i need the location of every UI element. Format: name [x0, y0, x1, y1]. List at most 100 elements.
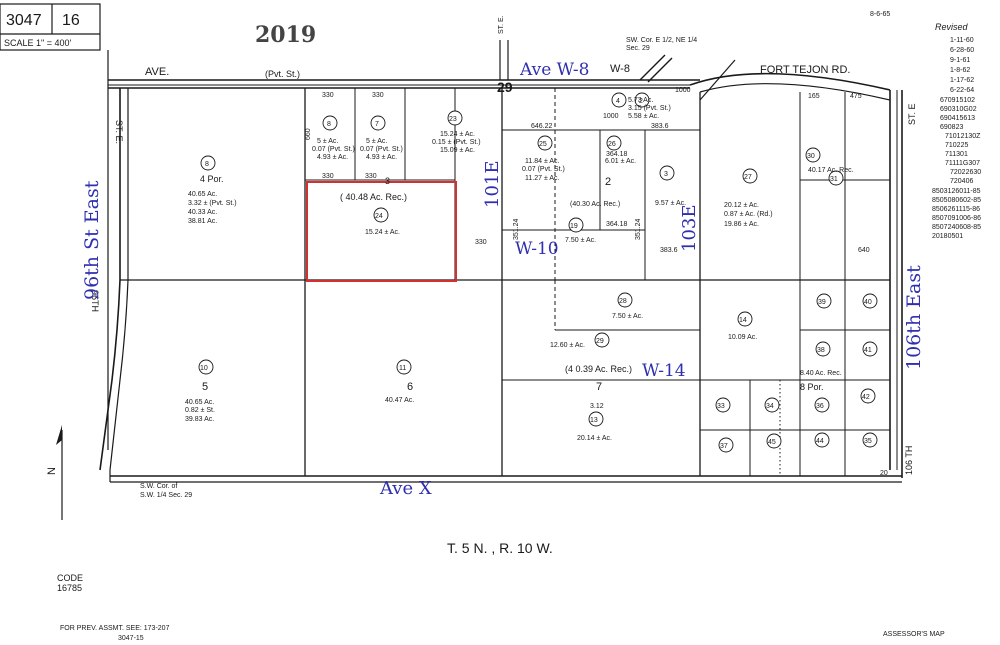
parcel-34[interactable]	[764, 397, 780, 413]
revised-date: 8503126011-85	[932, 188, 981, 195]
parcel-42[interactable]	[860, 388, 876, 404]
parcel-number: 45	[768, 439, 776, 446]
dimension-label: 660	[305, 128, 312, 140]
w10-overlay: W-10	[515, 239, 559, 259]
parcel-45[interactable]	[766, 433, 782, 449]
parcel-30[interactable]: 30	[805, 147, 821, 163]
parcel-extra: 0.82 ± St.	[185, 407, 215, 414]
revised-title: Revised	[935, 22, 969, 32]
parcel-24[interactable]: ( 40.48 Ac. Rec.) 24 15.24 ± Ac.	[340, 192, 407, 236]
parcel-37[interactable]	[718, 437, 734, 453]
dimension-label: 364.18	[606, 151, 628, 158]
north-arrow-icon: N	[46, 425, 63, 520]
section-3: 3	[385, 176, 390, 186]
parcel-31[interactable]: 31	[828, 170, 844, 186]
parcel-8-large[interactable]: 8 40.65 Ac. 3.32 ± (Pvt. St.) 40.33 Ac. …	[188, 155, 237, 225]
revised-date: 690415613	[940, 115, 975, 122]
parcel-29[interactable]: 29	[594, 332, 610, 348]
scale-label: SCALE 1" = 400'	[4, 38, 71, 48]
dimension-label: 383.6	[651, 123, 669, 130]
parcel-acres: 40.65 Ac.	[185, 399, 214, 406]
highlighted-parcel[interactable]	[306, 181, 457, 282]
parcel-net: 40.33 Ac.	[188, 209, 217, 216]
parcel-40[interactable]	[862, 293, 878, 309]
st-e-left-label: ST. E.	[114, 120, 124, 144]
parcel-23[interactable]: 23 15.24 ± Ac. 0.15 ± (Pvt. St.) 15.09 ±…	[432, 110, 481, 154]
parcel-number: 24	[375, 213, 383, 220]
parcel-rec: ( 40.48 Ac. Rec.)	[340, 192, 407, 202]
parcel-net: 4.93 ± Ac.	[317, 154, 348, 161]
parcel-number: 30	[807, 153, 815, 160]
parcel-10[interactable]: 10 40.65 Ac. 0.82 ± St. 39.83 Ac.	[185, 359, 215, 423]
ave-w8-overlay: Ave W-8	[519, 60, 589, 80]
dimension-label: 330	[322, 173, 334, 180]
dimension-label: 20	[880, 470, 888, 477]
book-number: 3047	[6, 12, 42, 29]
parcel-26[interactable]: 26 6.01 ± Ac.	[605, 135, 636, 165]
parcel-number: 26	[608, 141, 616, 148]
parcel-7[interactable]: 7 5 ± Ac. 0.07 (Pvt. St.) 4.93 ± Ac.	[360, 115, 403, 161]
header-box: 3047 16 SCALE 1" = 400'	[0, 3, 101, 51]
parcel-lines	[120, 88, 890, 476]
rec-note: (40.30 Ac. Rec.)	[570, 201, 620, 208]
north-label: N	[46, 467, 58, 475]
96th-st-east-overlay: 96th St East	[81, 180, 103, 300]
revised-date: 8505080602-85	[932, 197, 981, 204]
parcel-28[interactable]: 28 7.50 ± Ac.	[612, 292, 643, 320]
parcel-number: 44	[816, 438, 824, 445]
parcel-8[interactable]: 8 5 ± Ac. 0.07 (Pvt. St.) 4.93 ± Ac.	[312, 115, 355, 161]
dimension-label: 330	[475, 239, 487, 246]
parcel-extra: 0.15 ± (Pvt. St.)	[432, 139, 481, 146]
103e-overlay: 103E	[679, 205, 700, 253]
parcel-acres: 20.12 ± Ac.	[724, 202, 759, 209]
parcel-27[interactable]: 27 20.12 ± Ac. 0.87 ± Ac. (Rd.) 19.86 ± …	[724, 168, 773, 228]
fort-tejon-label: FORT TEJON RD.	[760, 64, 850, 76]
parcel-number: 7	[375, 121, 379, 128]
road-lines	[99, 40, 903, 483]
map-date: 8-6-65	[870, 11, 890, 18]
parcel-note: 3.15 (Pvt. St.)	[628, 105, 671, 112]
parcel-39[interactable]	[816, 293, 832, 309]
revised-date: 710225	[945, 142, 968, 149]
dimension-label: 351.24	[635, 218, 642, 240]
parcel-net: 15.09 ± Ac.	[440, 147, 475, 154]
parcel-33[interactable]	[715, 397, 731, 413]
revised-date: 711301	[945, 151, 968, 158]
parcel-acres: 5 ± Ac.	[317, 138, 338, 145]
parcel-19[interactable]: 19 7.50 ± Ac.	[565, 217, 596, 244]
revised-date: 72022630	[950, 169, 981, 176]
parcel-35[interactable]	[862, 432, 878, 448]
parcel-extra: 3.32 ± (Pvt. St.)	[188, 200, 237, 207]
parcel-note: 12.60 ± Ac.	[550, 342, 585, 349]
parcel-2[interactable]	[634, 92, 650, 108]
parcel-38[interactable]	[815, 341, 831, 357]
dimension-label: 330	[365, 173, 377, 180]
road-106th-label: 106 TH	[904, 446, 914, 475]
page-number: 16	[62, 12, 80, 29]
parcel-3[interactable]: 3 9.57 ± Ac.	[655, 165, 686, 207]
revised-date: 20180501	[932, 233, 963, 240]
revised-date: 71012130Z	[945, 133, 981, 140]
parcel-4[interactable]	[611, 92, 627, 108]
parcel-acres: 5 ± Ac.	[366, 138, 387, 145]
parcel-41[interactable]	[862, 341, 878, 357]
pvt-st-label: (Pvt. St.)	[265, 69, 300, 79]
parcel-11[interactable]: 11 40.47 Ac.	[385, 359, 414, 404]
parcel-extra: 0.87 ± Ac. (Rd.)	[724, 211, 773, 218]
dimension-label: 640	[858, 247, 870, 254]
parcel-13[interactable]: 13 20.14 ± Ac.	[577, 411, 612, 442]
revised-date: 670915102	[940, 97, 975, 104]
parcel-acres: 6.01 ± Ac.	[605, 158, 636, 165]
year-label: 2019	[255, 22, 316, 48]
parcel-14[interactable]: 14 10.09 Ac.	[728, 311, 757, 341]
parcel-44[interactable]	[814, 432, 830, 448]
prev-assmt: FOR PREV. ASSMT. SEE: 173-207	[60, 625, 170, 632]
parcel-note: 5.73 Ac.	[628, 97, 653, 104]
parcel-acres: 11.84 ± Ac.	[525, 158, 560, 165]
dimension-label: 1000	[603, 113, 619, 120]
parcel-number: 23	[449, 116, 457, 123]
parcel-36[interactable]	[814, 397, 830, 413]
parcel-25[interactable]: 25 11.84 ± Ac. 0.07 (Pvt. St.) 11.27 ± A…	[522, 135, 565, 182]
revised-date: 1-11-60	[950, 37, 974, 44]
